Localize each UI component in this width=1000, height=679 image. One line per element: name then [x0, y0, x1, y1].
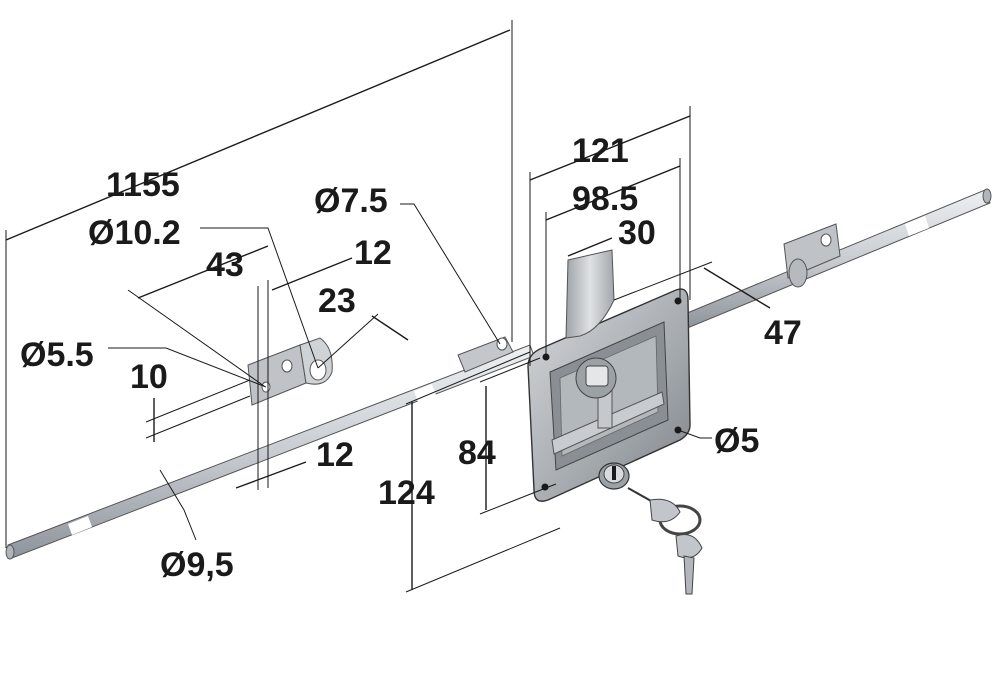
label-d5-5: Ø5.5 [20, 336, 94, 374]
keys [627, 487, 703, 595]
dim-43-line [137, 245, 269, 299]
t-handle [551, 249, 665, 455]
dim-12-top-line [271, 257, 353, 291]
dim-12-bottom-line [235, 461, 307, 489]
left-rod-gap-2 [414, 384, 436, 402]
dim-43-ext [127, 289, 265, 387]
label-1155: 1155 [106, 166, 180, 204]
dim-10-ext-b [145, 395, 251, 439]
label-12-bottom: 12 [316, 436, 354, 474]
dimension-labels: 1155 Ø10.2 Ø7.5 43 12 23 Ø5.5 10 12 Ø9,5… [20, 132, 802, 584]
dim-47-ext [613, 261, 713, 301]
guide-bracket-left-base [247, 344, 307, 406]
label-47: 47 [764, 314, 802, 352]
dim-d5-5-leader [108, 347, 267, 388]
dim-d10-leader [200, 227, 319, 369]
lock-cylinder [598, 462, 630, 490]
dim-23-line [371, 315, 409, 341]
rod-end-tab [457, 336, 514, 373]
dim-124-ext-bottom [405, 527, 561, 593]
guide-bracket-right-hole [820, 233, 832, 247]
guide-bracket-left-hole-small [281, 359, 293, 373]
key-1 [649, 498, 681, 523]
dim-84-ext-top [479, 357, 541, 383]
dim-d9-5-leader [159, 469, 197, 541]
t-handle-hub-cap [585, 365, 609, 387]
right-rod-end [982, 188, 992, 204]
label-121: 121 [572, 132, 629, 170]
lock-cylinder-keyway [612, 466, 616, 480]
dim-124-ext-top [405, 351, 531, 405]
left-rod-gap-1 [68, 516, 92, 535]
label-d5: Ø5 [714, 422, 759, 460]
label-12-top: 12 [354, 234, 392, 272]
left-rod-end [5, 544, 15, 560]
right-rod-body [679, 189, 991, 330]
label-43: 43 [206, 246, 244, 284]
t-handle-paddle [565, 249, 615, 339]
dim-47-line [703, 267, 771, 309]
dim-10-ext-a [145, 379, 251, 423]
label-124: 124 [378, 474, 435, 512]
rod-end-tab-hole [496, 337, 508, 351]
dim-30-line [567, 237, 613, 257]
left-rod [5, 344, 535, 560]
key-2-blade [683, 555, 695, 595]
dim-98-5-line [545, 165, 681, 221]
label-d9-5: Ø9,5 [160, 546, 234, 584]
key-2 [675, 534, 703, 559]
dim-d7-leader [400, 203, 501, 345]
label-84: 84 [458, 434, 496, 472]
guide-bracket-right [783, 223, 841, 288]
right-rod [679, 188, 992, 330]
dim-121-line [529, 115, 691, 181]
label-d7: Ø7.5 [314, 182, 388, 220]
guide-bracket-right-collar [788, 258, 808, 288]
label-23: 23 [318, 282, 356, 320]
right-rod-gap [905, 216, 929, 236]
dim-1155-line [5, 29, 511, 241]
dim-84-ext-bottom [479, 483, 557, 515]
dim-23-ext [317, 313, 379, 369]
label-10: 10 [130, 358, 168, 396]
guide-bracket-left [247, 337, 333, 406]
dim-d5-leader [677, 429, 712, 439]
label-d10: Ø10.2 [88, 214, 181, 252]
label-30: 30 [618, 214, 656, 252]
dimension-lines [5, 20, 771, 593]
label-98-5: 98.5 [572, 180, 638, 218]
